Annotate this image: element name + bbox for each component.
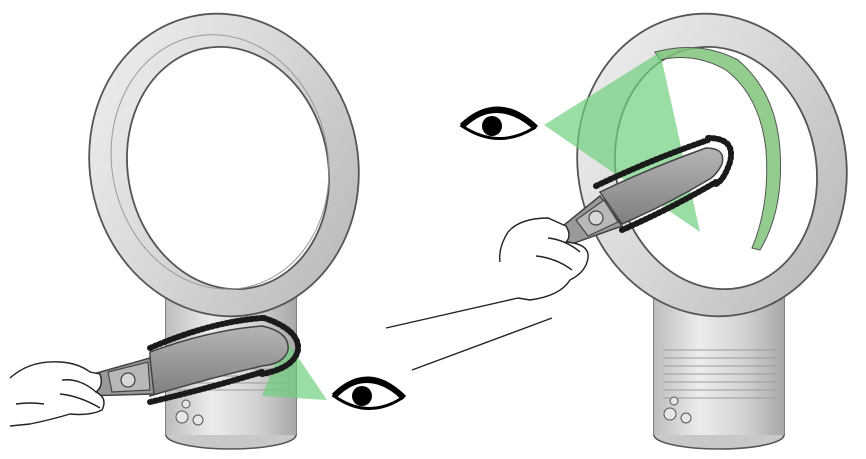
bladeless-fan-left [88,12,360,450]
hand-right [498,217,589,301]
fan-ring [88,12,360,318]
connector-lines [385,297,553,371]
brush-tool-right [546,135,734,247]
eye-icon-right [459,106,539,140]
eye-icon-left [331,376,407,410]
view-cone-left [262,338,327,400]
hand-left [9,361,105,427]
ring-interior-highlight [654,47,782,251]
